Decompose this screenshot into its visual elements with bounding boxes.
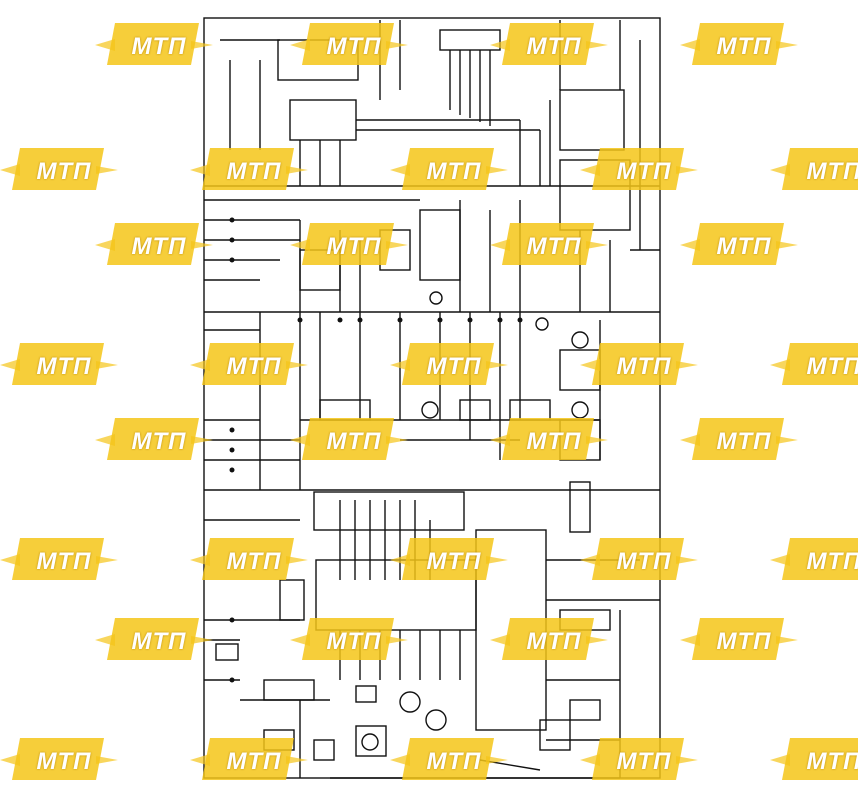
diagram-frame [203,17,661,779]
